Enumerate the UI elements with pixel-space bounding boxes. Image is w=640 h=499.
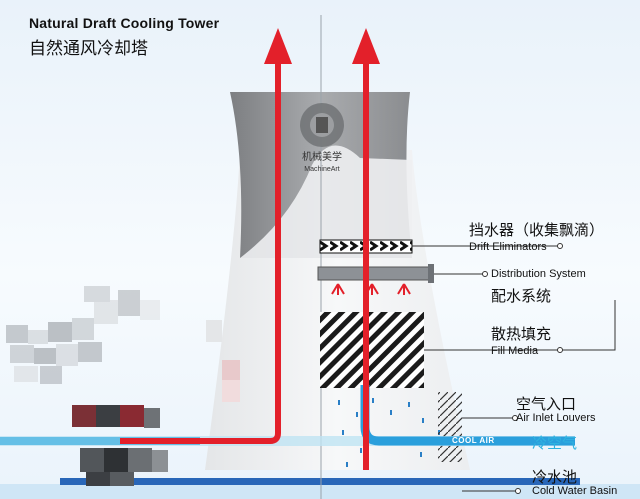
basin-water: [0, 484, 640, 499]
label-air-inlet-cn: 空气入口: [516, 396, 577, 413]
label-air-inlet-en: Air Inlet Louvers: [516, 412, 596, 424]
label-cool-air-cn: 冷空气: [532, 435, 578, 452]
label-distribution-en: Distribution System: [491, 268, 586, 280]
mosaic-area-lower-right: [206, 320, 240, 402]
label-basin-en: Cold Water Basin: [532, 485, 618, 497]
watermark-brand-cn: 机械美学: [302, 150, 342, 163]
label-drift-cn: 挡水器（收集飘滴）: [469, 222, 605, 239]
up-arrow-left-icon: [264, 28, 292, 64]
label-drift-en: Drift Eliminators: [469, 241, 547, 253]
watermark-brand-en: MachineArt: [304, 166, 339, 173]
label-fill-en: Fill Media: [491, 345, 539, 357]
watermark-logo: [300, 103, 344, 147]
leader-dots: [482, 243, 563, 494]
hot-air-flow-left: [120, 52, 281, 444]
cold-water-basin: [60, 478, 580, 485]
up-arrow-center-icon: [352, 28, 380, 64]
distribution-pipe-flange: [428, 264, 434, 283]
cool-air-band: [0, 436, 575, 446]
leader-lines: [412, 245, 616, 492]
distribution-pipe: [317, 266, 431, 281]
diagram-title-en: Natural Draft Cooling Tower: [29, 15, 220, 31]
label-distribution-cn: 配水系统: [491, 288, 552, 305]
mosaic-area-base: [72, 405, 168, 486]
label-basin-cn: 冷水池: [532, 469, 578, 486]
air-inlet-louvers: [438, 392, 462, 462]
label-fill-cn: 散热填充: [491, 326, 552, 343]
fill-media: [320, 312, 424, 388]
diagram-title-cn: 自然通风冷却塔: [29, 39, 148, 58]
mosaic-area: [6, 286, 160, 384]
label-cool-air-en: COOL AIR: [452, 436, 495, 445]
